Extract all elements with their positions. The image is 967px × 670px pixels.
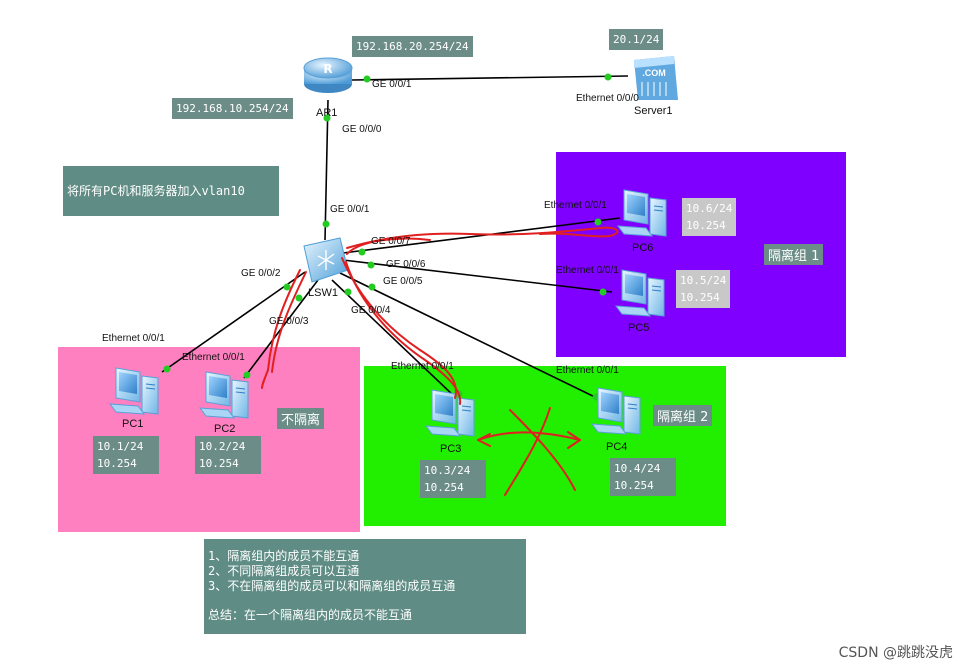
ar1-name: AR1	[316, 107, 338, 119]
server1-port: Ethernet 0/0/0	[576, 93, 639, 104]
server1-name: Server1	[634, 105, 673, 117]
pc5-name: PC5	[628, 322, 650, 334]
lsw1-port-pc4: GE 0/0/5	[383, 276, 423, 287]
pc2-name: PC2	[214, 423, 236, 435]
pc3-ip-box: 10.3/24 10.254	[420, 460, 486, 498]
links	[161, 75, 629, 401]
pc6-name: PC6	[632, 242, 654, 254]
server-icon[interactable]: .COM	[634, 56, 678, 100]
isolation-group-2-tag: 隔离组 2	[653, 405, 713, 426]
lsw1-port-pc3: GE 0/0/4	[351, 305, 391, 316]
lsw1-port-pc2: GE 0/0/3	[269, 316, 309, 327]
pc6-port: Ethernet 0/0/1	[544, 200, 607, 211]
pc3-port: Ethernet 0/0/1	[391, 361, 454, 372]
pc2-port: Ethernet 0/0/1	[182, 352, 245, 363]
pc3-name: PC3	[440, 443, 462, 455]
pc3-computer-icon[interactable]	[424, 389, 475, 437]
pc1-port: Ethernet 0/0/1	[102, 333, 165, 344]
pc4-name: PC4	[606, 441, 628, 453]
switch-icon[interactable]	[303, 237, 349, 283]
link-ar1-server1	[351, 75, 629, 81]
pc4-computer-icon[interactable]	[590, 387, 641, 435]
ar1-ip-top: 192.168.20.254/24	[352, 36, 473, 57]
link-lsw1-pc5	[342, 259, 613, 293]
vlan-note: 将所有PC机和服务器加入vlan10	[63, 166, 279, 216]
pc5-computer-icon[interactable]	[614, 269, 665, 317]
pc1-computer-icon[interactable]	[108, 367, 159, 415]
server-logo-text: .COM	[642, 68, 666, 78]
lsw1-port-up: GE 0/0/1	[330, 204, 370, 215]
pc5-port: Ethernet 0/0/1	[556, 265, 619, 276]
lsw1-port-pc1: GE 0/0/2	[241, 268, 281, 279]
svg-text:R: R	[323, 62, 332, 76]
link-lsw1-pc6	[342, 217, 621, 254]
link-lsw1-pc3	[331, 279, 456, 398]
pc4-port: Ethernet 0/0/1	[556, 365, 619, 376]
pc2-ip-box: 10.2/24 10.254	[195, 436, 261, 474]
pc4-ip-box: 10.4/24 10.254	[610, 458, 676, 496]
server1-ip: 20.1/24	[609, 29, 664, 50]
pc5-ip-box: 10.5/24 10.254	[676, 270, 731, 308]
link-ar1-lsw1	[324, 99, 329, 241]
link-lsw1-pc1	[161, 271, 306, 373]
router-icon[interactable]: R	[303, 57, 353, 93]
pc6-computer-icon[interactable]	[616, 189, 667, 237]
pc2-computer-icon[interactable]	[198, 371, 249, 419]
non-isolated-tag: 不隔离	[277, 408, 325, 429]
isolation-group-1-tag: 隔离组 1	[764, 244, 824, 265]
lsw1-port-pc5: GE 0/0/6	[386, 259, 426, 270]
pc1-ip-box: 10.1/24 10.254	[93, 436, 159, 474]
summary-line-3: 3、不在隔离组的成员可以和隔离组的成员互通	[208, 579, 456, 593]
pc6-ip-box: 10.6/24 10.254	[682, 198, 737, 236]
ar1-port-down: GE 0/0/0	[342, 124, 382, 135]
ar1-port-right: GE 0/0/1	[372, 79, 412, 90]
ar1-ip-left: 192.168.10.254/24	[172, 98, 293, 119]
summary-line-1: 1、隔离组内的成员不能互通	[208, 549, 360, 563]
summary-note: 1、隔离组内的成员不能互通 2、不同隔离组成员可以互通 3、不在隔离组的成员可以…	[204, 539, 526, 634]
watermark: CSDN @跳跳没虎	[838, 645, 953, 661]
link-lsw1-pc4	[339, 272, 602, 401]
summary-conclusion: 总结：在一个隔离组内的成员不能互通	[208, 608, 413, 622]
pc1-name: PC1	[122, 418, 144, 430]
summary-line-2: 2、不同隔离组成员可以互通	[208, 564, 360, 578]
lsw1-port-pc6: GE 0/0/7	[371, 236, 411, 247]
lsw1-name: LSW1	[308, 287, 338, 299]
red-annotations	[261, 226, 619, 496]
